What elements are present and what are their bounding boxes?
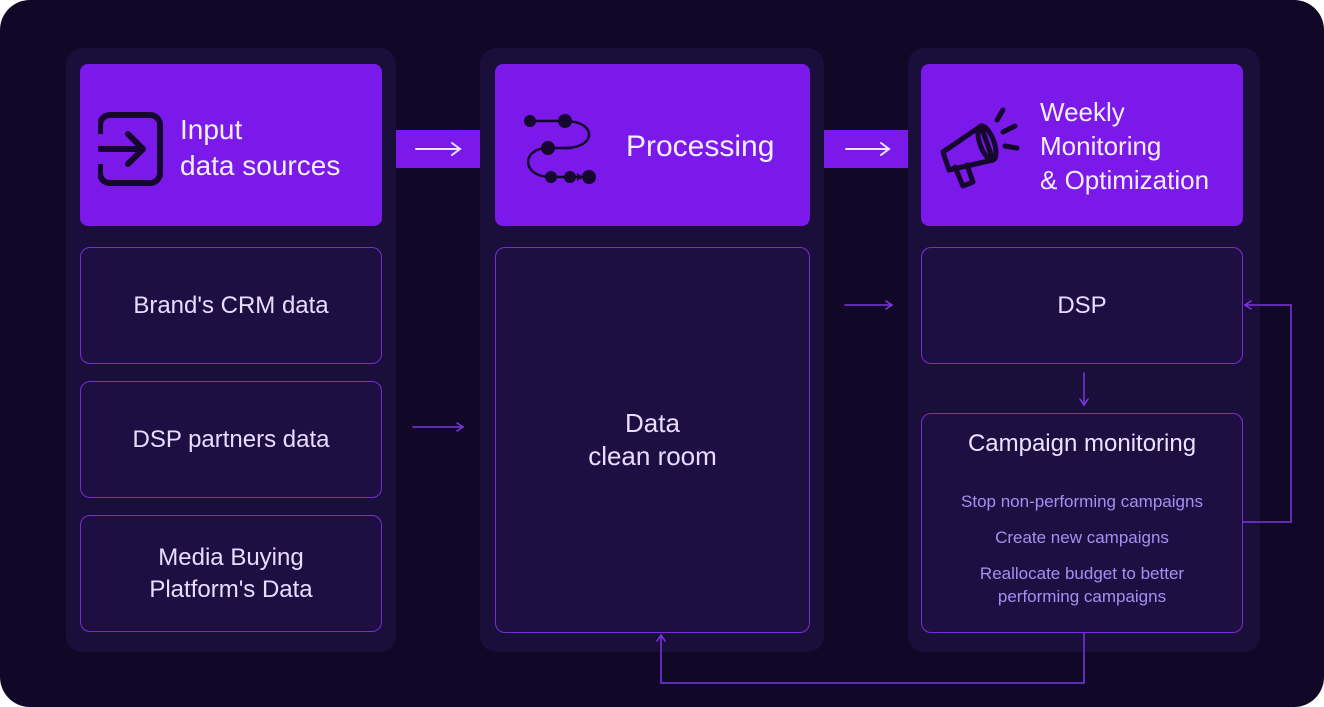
clean-room-to-dsp-arrow [844, 300, 894, 310]
input-item-media-buying: Media Buying Platform's Data [80, 515, 382, 632]
input-item-crm: Brand's CRM data [80, 247, 382, 364]
campaign-item-create: Create new campaigns [995, 528, 1169, 547]
monitoring-header: Weekly Monitoring & Optimization [921, 64, 1243, 226]
megaphone-icon [940, 107, 1020, 189]
dsp-card: DSP [921, 247, 1243, 364]
input-item-dsp-partners: DSP partners data [80, 381, 382, 498]
processing-title: Processing [626, 130, 775, 163]
campaign-monitoring-title: Campaign monitoring [967, 430, 1197, 457]
campaign-monitoring-card: Campaign monitoring Stop non-performing … [921, 413, 1243, 633]
data-clean-room-card: Data clean room [495, 247, 810, 633]
processing-header: Processing [495, 64, 810, 226]
flow-nodes-icon [524, 114, 596, 184]
input-title: Input data sources [180, 114, 341, 181]
input-to-clean-room-arrow [412, 422, 465, 432]
input-header: Input data sources [80, 64, 382, 226]
header-connector-2 [808, 130, 924, 168]
sign-in-icon [98, 112, 163, 186]
campaign-item-stop: Stop non-performing campaigns [961, 492, 1203, 511]
campaign-item-reallocate: Reallocate budget to better performing c… [979, 564, 1185, 606]
monitoring-title: Weekly Monitoring & Optimization [1040, 97, 1210, 195]
